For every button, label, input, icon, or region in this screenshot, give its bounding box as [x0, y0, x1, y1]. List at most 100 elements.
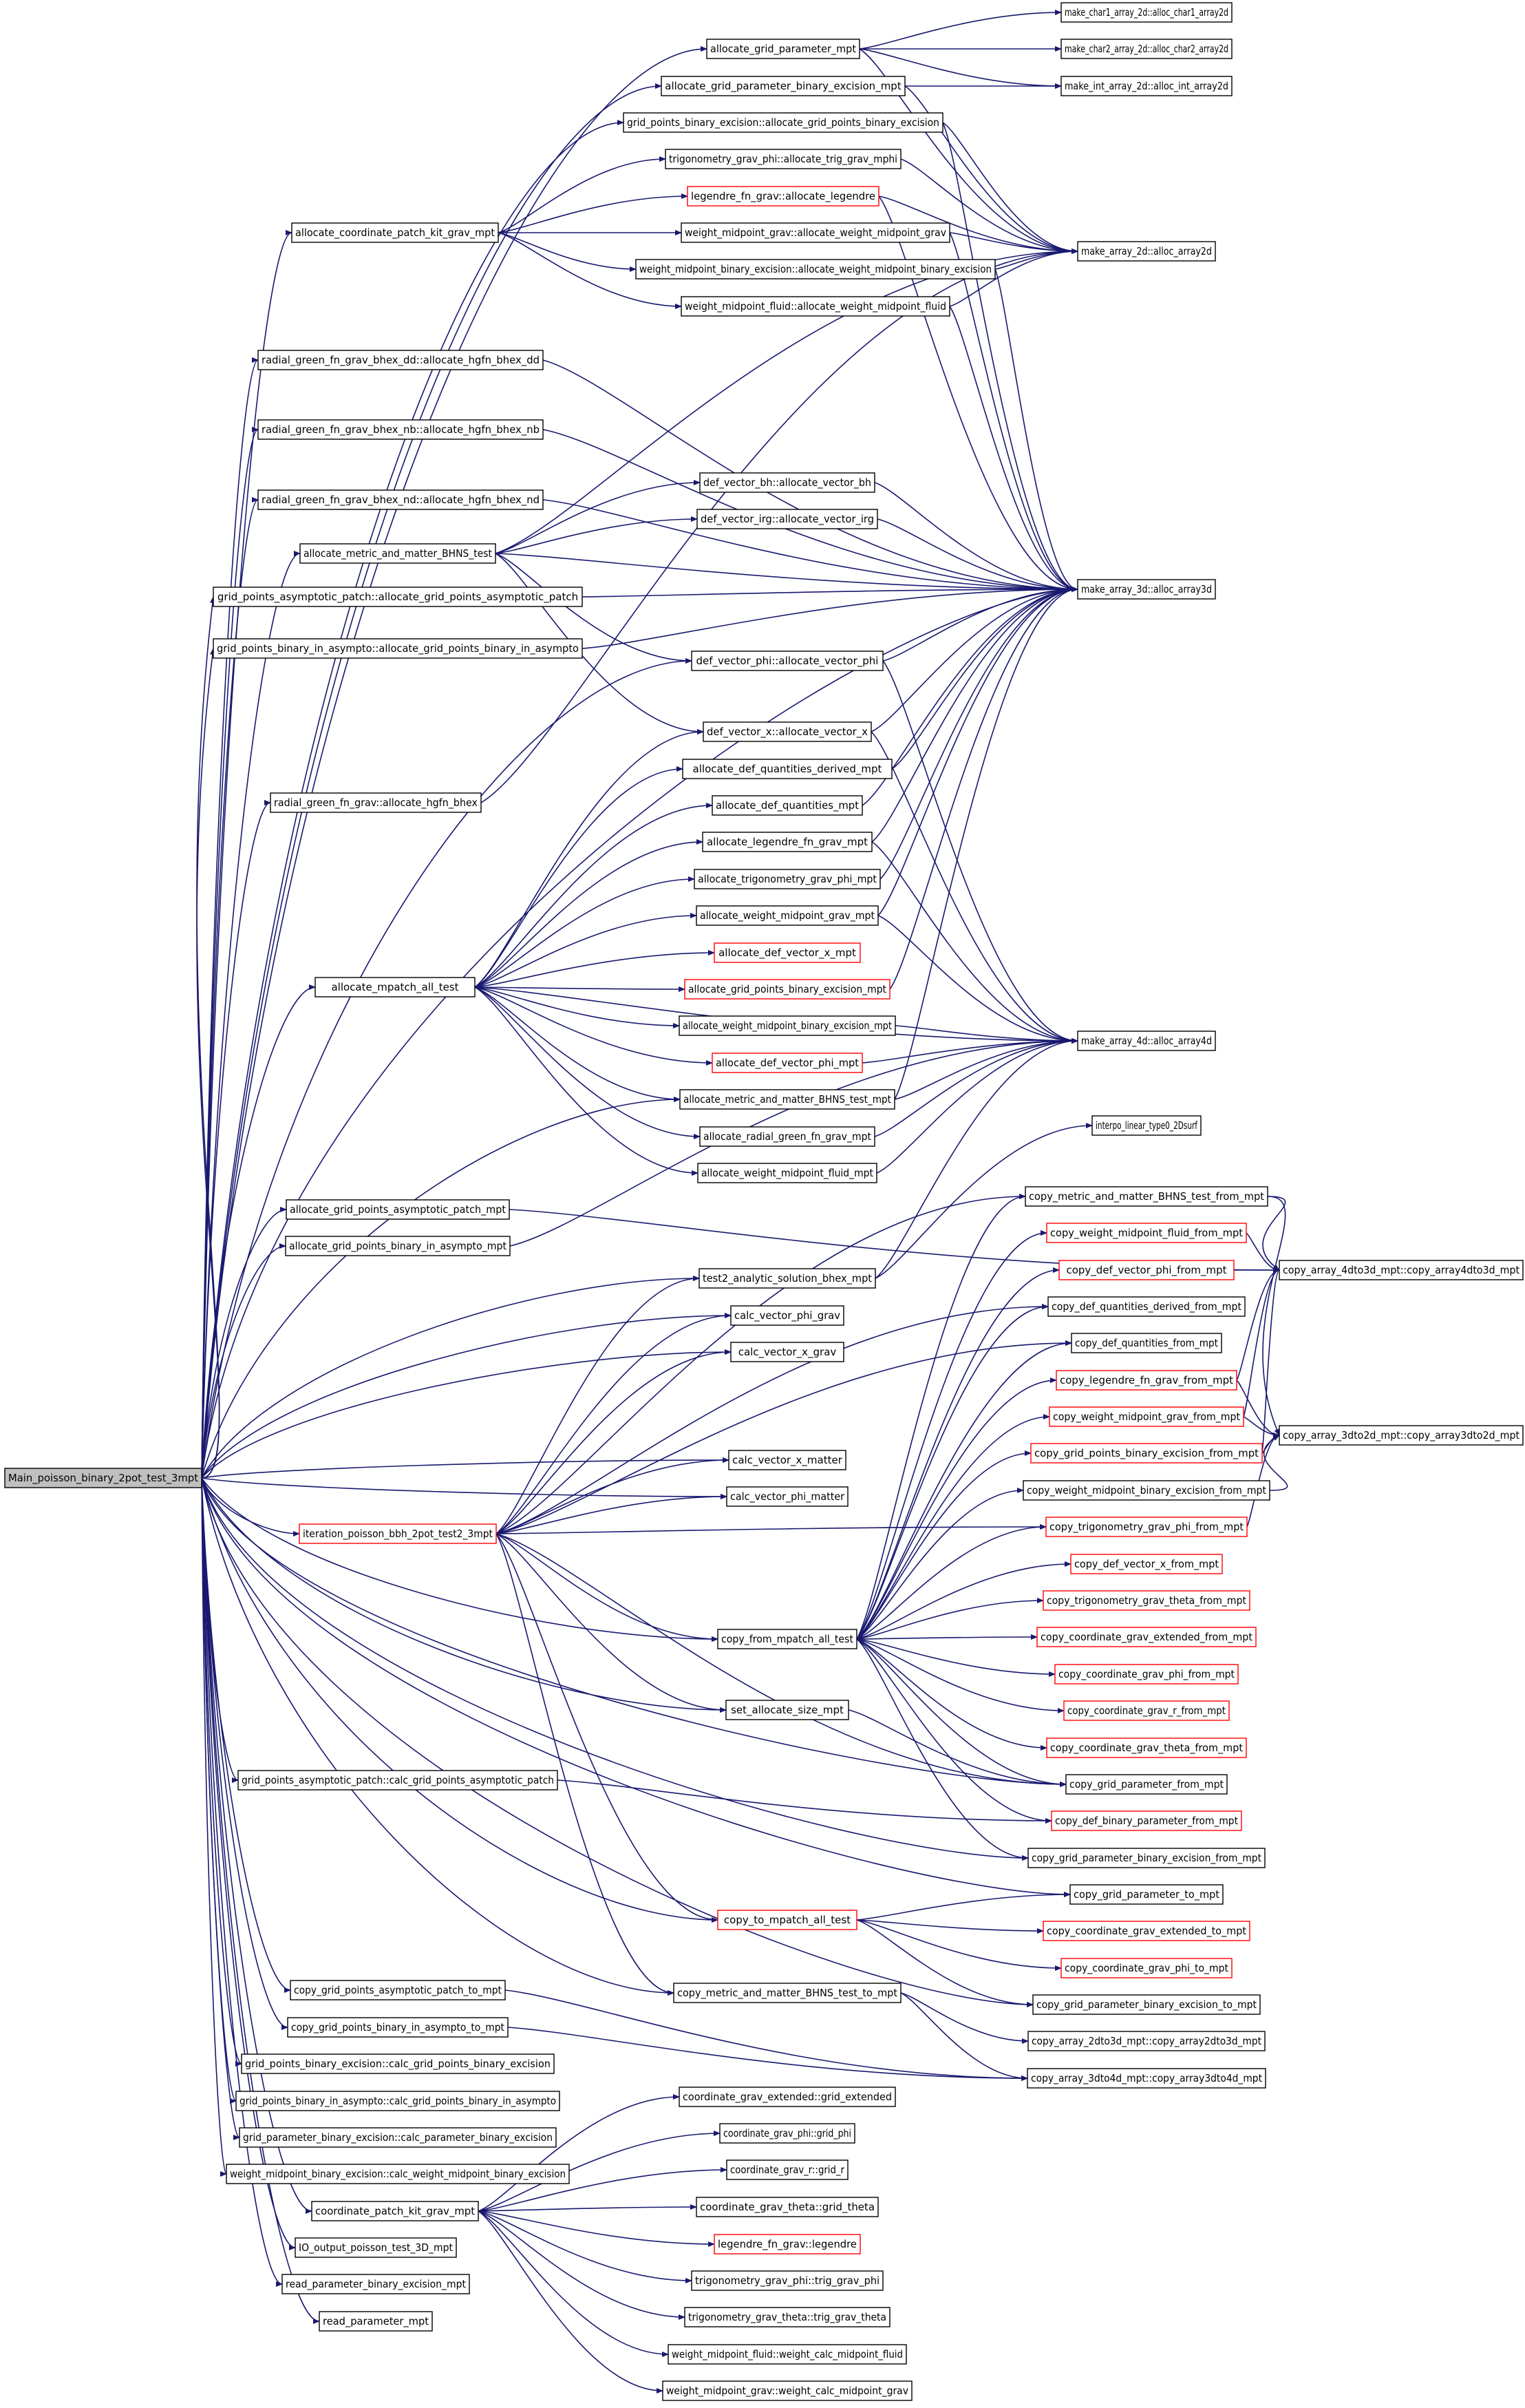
graph-node-gpbe_c[interactable]: grid_points_binary_excision::calc_grid_p… — [241, 2053, 555, 2074]
graph-node-atgp[interactable]: allocate_trigonometry_grav_phi_mpt — [694, 869, 881, 889]
graph-node-rg_nb[interactable]: radial_green_fn_grav_bhex_nb::allocate_h… — [257, 419, 544, 440]
graph-node-clfg_from[interactable]: copy_legendre_fn_grav_from_mpt — [1056, 1370, 1237, 1391]
graph-node-ca2to3[interactable]: copy_array_2dto3d_mpt::copy_array2dto3d_… — [1027, 2031, 1266, 2051]
graph-node-t2as[interactable]: test2_analytic_solution_bhex_mpt — [698, 1268, 876, 1289]
graph-node-wmbe_awmbe[interactable]: weight_midpoint_binary_excision::allocat… — [635, 259, 996, 279]
graph-node-cvpg[interactable]: calc_vector_phi_grav — [730, 1305, 844, 1326]
graph-node-gpbia_c[interactable]: grid_points_binary_in_asympto::calc_grid… — [235, 2091, 560, 2111]
graph-node-cwmbe_from[interactable]: copy_weight_midpoint_binary_excision_fro… — [1023, 1480, 1270, 1501]
graph-node-lfg_l[interactable]: legendre_fn_grav::legendre — [714, 2234, 861, 2254]
graph-node-il[interactable]: interpo_linear_type0_2Dsurf — [1091, 1115, 1202, 1136]
graph-node-amat[interactable]: allocate_mpatch_all_test — [314, 977, 476, 997]
graph-node-cdbp_from[interactable]: copy_def_binary_parameter_from_mpt — [1051, 1810, 1242, 1831]
graph-node-cvpm[interactable]: calc_vector_phi_matter — [726, 1486, 849, 1507]
graph-node-cge_g[interactable]: coordinate_grav_extended::grid_extended — [679, 2087, 896, 2107]
graph-node-wmbe_c[interactable]: weight_midpoint_binary_excision::calc_we… — [226, 2164, 570, 2184]
graph-node-ipb[interactable]: iteration_poisson_bbh_2pot_test2_3mpt — [299, 1523, 497, 1544]
graph-node-wmf_c[interactable]: weight_midpoint_fluid::weight_calc_midpo… — [668, 2344, 907, 2365]
graph-node-ammt[interactable]: allocate_metric_and_matter_BHNS_test_mpt — [679, 1089, 895, 1110]
graph-node-wmf_awmf[interactable]: weight_midpoint_fluid::allocate_weight_m… — [681, 296, 950, 317]
graph-node-ccgp_to[interactable]: copy_coordinate_grav_phi_to_mpt — [1060, 1958, 1233, 1978]
graph-node-cpk[interactable]: coordinate_patch_kit_grav_mpt — [311, 2201, 479, 2221]
graph-node-sas[interactable]: set_allocate_size_mpt — [725, 1700, 849, 1720]
graph-node-rp[interactable]: read_parameter_mpt — [319, 2311, 433, 2332]
graph-node-ccgp_from[interactable]: copy_coordinate_grav_phi_from_mpt — [1054, 1664, 1239, 1684]
graph-node-ccgr_from[interactable]: copy_coordinate_grav_r_from_mpt — [1063, 1700, 1230, 1721]
graph-node-lfg_al[interactable]: legendre_fn_grav::allocate_legendre — [687, 186, 879, 207]
graph-node-ma2[interactable]: make_array_2d::alloc_array2d — [1077, 241, 1216, 262]
graph-node-wmg_c[interactable]: weight_midpoint_grav::weight_calc_midpoi… — [662, 2380, 913, 2401]
graph-node-main[interactable]: Main_poisson_binary_2pot_test_3mpt — [4, 1468, 202, 1488]
graph-node-gpap_a[interactable]: grid_points_asymptotic_patch::allocate_g… — [213, 587, 583, 607]
graph-node-advp[interactable]: allocate_def_vector_phi_mpt — [712, 1053, 863, 1073]
graph-node-ca3to4[interactable]: copy_array_3dto4d_mpt::copy_array3dto4d_… — [1027, 2068, 1266, 2089]
graph-node-rpbe[interactable]: read_parameter_binary_excision_mpt — [281, 2274, 470, 2294]
graph-node-adq[interactable]: allocate_def_quantities_mpt — [712, 795, 863, 816]
graph-node-tgt_t[interactable]: trigonometry_grav_theta::trig_grav_theta — [684, 2307, 891, 2327]
graph-node-gpbe_cp[interactable]: grid_parameter_binary_excision::calc_par… — [239, 2127, 557, 2148]
graph-node-gpap_c[interactable]: grid_points_asymptotic_patch::calc_grid_… — [237, 1770, 558, 1791]
graph-node-cvxg[interactable]: calc_vector_x_grav — [730, 1342, 844, 1362]
graph-node-cdvp_from[interactable]: copy_def_vector_phi_from_mpt — [1058, 1260, 1235, 1280]
graph-node-awmf[interactable]: allocate_weight_midpoint_fluid_mpt — [697, 1163, 877, 1183]
graph-node-mc2[interactable]: make_char2_array_2d::alloc_char2_array2d — [1060, 39, 1233, 59]
graph-node-ccgt_from[interactable]: copy_coordinate_grav_theta_from_mpt — [1046, 1738, 1247, 1758]
graph-node-ma3[interactable]: make_array_3d::alloc_array3d — [1077, 579, 1216, 600]
graph-node-mi2[interactable]: make_int_array_2d::alloc_int_array2d — [1060, 76, 1233, 96]
graph-node-dvb_avb[interactable]: def_vector_bh::allocate_vector_bh — [699, 472, 875, 493]
graph-node-ca3to2[interactable]: copy_array_3dto2d_mpt::copy_array3dto2d_… — [1279, 1425, 1524, 1446]
graph-node-tgp_t[interactable]: trigonometry_grav_phi::trig_grav_phi — [691, 2270, 884, 2291]
graph-node-cdqd_from[interactable]: copy_def_quantities_derived_from_mpt — [1047, 1296, 1246, 1317]
graph-node-cwmg_from[interactable]: copy_weight_midpoint_grav_from_mpt — [1049, 1406, 1244, 1427]
graph-node-dvp_avp[interactable]: def_vector_phi::allocate_vector_phi — [691, 651, 884, 671]
graph-node-acpk[interactable]: allocate_coordinate_patch_kit_grav_mpt — [291, 222, 499, 243]
graph-node-tg_atgm[interactable]: trigonometry_grav_phi::allocate_trig_gra… — [665, 149, 902, 169]
graph-node-cgr_g[interactable]: coordinate_grav_r::grid_r — [726, 2159, 849, 2180]
graph-node-alfg[interactable]: allocate_legendre_fn_grav_mpt — [702, 832, 873, 852]
graph-node-advx[interactable]: allocate_def_vector_x_mpt — [714, 942, 861, 963]
graph-node-io[interactable]: IO_output_poisson_test_3D_mpt — [295, 2237, 457, 2258]
graph-node-cdq_from[interactable]: copy_def_quantities_from_mpt — [1071, 1333, 1222, 1353]
graph-node-agpbe2[interactable]: allocate_grid_points_binary_excision_mpt — [684, 979, 891, 1000]
graph-node-cgpbia_to[interactable]: copy_grid_points_binary_in_asympto_to_mp… — [287, 2017, 509, 2038]
graph-node-ca4to3[interactable]: copy_array_4dto3d_mpt::copy_array4dto3d_… — [1279, 1260, 1524, 1280]
graph-node-cgp_g[interactable]: coordinate_grav_phi::grid_phi — [719, 2123, 855, 2144]
graph-node-cgp_from[interactable]: copy_grid_parameter_from_mpt — [1065, 1774, 1228, 1795]
graph-node-awmbe[interactable]: allocate_weight_midpoint_binary_excision… — [679, 1015, 896, 1036]
graph-node-dvi_avi[interactable]: def_vector_irg::allocate_vector_irg — [696, 509, 878, 529]
graph-node-cgp_to[interactable]: copy_grid_parameter_to_mpt — [1069, 1884, 1224, 1905]
graph-node-cvxm[interactable]: calc_vector_x_matter — [728, 1450, 846, 1470]
graph-node-ctgt_from[interactable]: copy_trigonometry_grav_theta_from_mpt — [1043, 1590, 1250, 1611]
graph-node-cgpbe_to[interactable]: copy_grid_parameter_binary_excision_to_m… — [1032, 1994, 1261, 2015]
graph-node-cgt_g[interactable]: coordinate_grav_theta::grid_theta — [696, 2197, 879, 2217]
graph-node-agpbe[interactable]: allocate_grid_parameter_binary_excision_… — [661, 76, 906, 96]
graph-node-cgpap_to[interactable]: copy_grid_points_asymptotic_patch_to_mpt — [290, 1980, 506, 2000]
graph-node-rg_ah[interactable]: radial_green_fn_grav::allocate_hgfn_bhex — [270, 792, 482, 813]
graph-node-adqd[interactable]: allocate_def_quantities_derived_mpt — [682, 759, 893, 779]
graph-node-ctmat[interactable]: copy_to_mpatch_all_test — [717, 1910, 857, 1930]
graph-node-dvx_avx[interactable]: def_vector_x::allocate_vector_x — [703, 721, 872, 742]
graph-node-gpbe_agpbe[interactable]: grid_points_binary_excision::allocate_gr… — [623, 112, 943, 133]
graph-node-cfmat[interactable]: copy_from_mpatch_all_test — [717, 1629, 857, 1649]
graph-node-cmm_to[interactable]: copy_metric_and_matter_BHNS_test_to_mpt — [673, 1983, 902, 2003]
graph-node-amm[interactable]: allocate_metric_and_matter_BHNS_test — [299, 543, 496, 564]
graph-node-cmm_from[interactable]: copy_metric_and_matter_BHNS_test_from_mp… — [1025, 1186, 1268, 1207]
graph-node-cwmf_from[interactable]: copy_weight_midpoint_fluid_from_mpt — [1046, 1223, 1247, 1243]
graph-node-rg_nd[interactable]: radial_green_fn_grav_bhex_nd::allocate_h… — [257, 489, 544, 510]
graph-node-gpbia_a[interactable]: grid_points_binary_in_asympto::allocate_… — [213, 638, 583, 659]
graph-node-cgpbe_from[interactable]: copy_grid_points_binary_excision_from_mp… — [1030, 1443, 1263, 1464]
graph-node-wmg_awmg[interactable]: weight_midpoint_grav::allocate_weight_mi… — [681, 222, 950, 243]
graph-node-ccge_to[interactable]: copy_coordinate_grav_extended_to_mpt — [1043, 1921, 1250, 1941]
graph-node-agp[interactable]: allocate_grid_parameter_mpt — [706, 39, 860, 59]
graph-node-argf[interactable]: allocate_radial_green_fn_grav_mpt — [699, 1126, 875, 1147]
graph-node-mc1[interactable]: make_char1_array_2d::alloc_char1_array2d — [1060, 2, 1233, 23]
graph-node-rg_dd[interactable]: radial_green_fn_grav_bhex_dd::allocate_h… — [257, 350, 544, 370]
graph-node-agpap[interactable]: allocate_grid_points_asymptotic_patch_mp… — [286, 1199, 510, 1220]
graph-node-ma4[interactable]: make_array_4d::alloc_array4d — [1077, 1031, 1216, 1051]
graph-node-agpbia[interactable]: allocate_grid_points_binary_in_asympto_m… — [285, 1236, 511, 1256]
graph-node-ccge_from[interactable]: copy_coordinate_grav_extended_from_mpt — [1036, 1627, 1257, 1647]
graph-node-ctgp_from[interactable]: copy_trigonometry_grav_phi_from_mpt — [1045, 1517, 1248, 1537]
graph-node-awmg[interactable]: allocate_weight_midpoint_grav_mpt — [696, 905, 879, 926]
graph-node-cdvx_from[interactable]: copy_def_vector_x_from_mpt — [1070, 1554, 1223, 1574]
graph-node-cgpbe_p_from[interactable]: copy_grid_parameter_binary_excision_from… — [1027, 1848, 1266, 1868]
